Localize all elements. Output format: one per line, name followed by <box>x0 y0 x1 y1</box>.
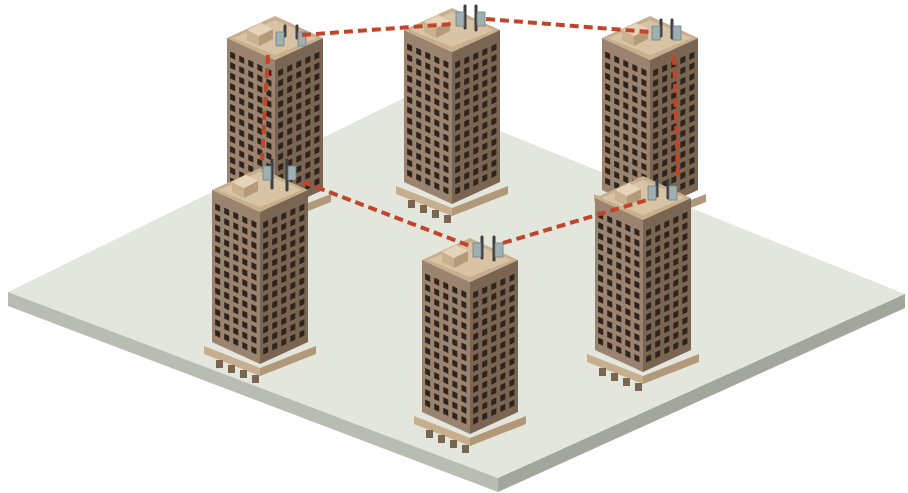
antenna-panel <box>456 12 464 26</box>
antenna-panel <box>477 12 485 26</box>
antenna-panel <box>276 32 284 46</box>
antenna-panel <box>648 186 656 200</box>
building-foot <box>462 445 469 453</box>
building-foot <box>444 215 451 223</box>
antenna-panel <box>673 26 681 40</box>
antenna-panel <box>263 166 271 180</box>
antenna-panel <box>495 243 503 257</box>
building-foot <box>228 365 235 373</box>
building-foot <box>611 373 618 381</box>
building-foot <box>240 370 247 378</box>
building-foot <box>635 383 642 391</box>
building-foot <box>252 375 259 383</box>
building-foot <box>450 440 457 448</box>
building-foot <box>216 360 223 368</box>
building-foot <box>599 368 606 376</box>
building-foot <box>438 435 445 443</box>
antenna-panel <box>652 26 660 40</box>
antenna-panel <box>288 166 296 180</box>
antenna-panel <box>669 186 677 200</box>
building-foot <box>426 430 433 438</box>
building-foot <box>420 205 427 213</box>
building-foot <box>408 200 415 208</box>
building-foot <box>432 210 439 218</box>
building-foot <box>623 378 630 386</box>
antenna-panel <box>473 243 481 257</box>
